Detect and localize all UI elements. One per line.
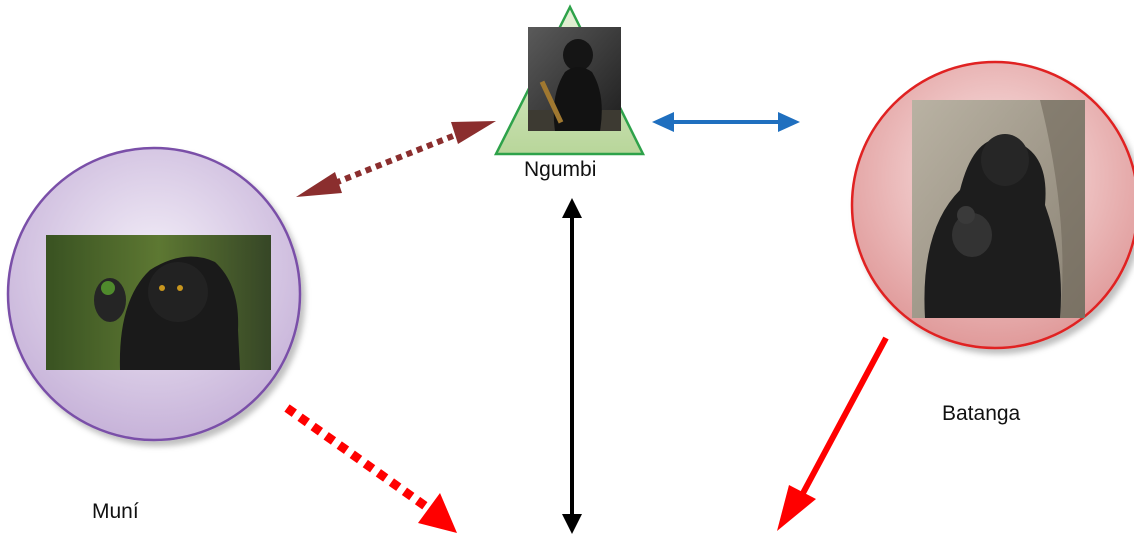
gorilla-eating-leaves-photo bbox=[46, 235, 271, 370]
muni-node bbox=[6, 146, 302, 442]
ngumbi-node bbox=[493, 4, 646, 156]
batanga-label: Batanga bbox=[942, 402, 1021, 425]
arrow-ngumbi-bottom bbox=[562, 198, 582, 534]
arrow-ngumbi-batanga bbox=[652, 112, 800, 132]
arrow-ngumbi-muni bbox=[296, 121, 496, 197]
ngumbi-label: Ngumbi bbox=[524, 158, 597, 181]
baby-gorilla-photo bbox=[528, 27, 621, 131]
batanga-node bbox=[850, 60, 1134, 350]
arrow-muni-bottom bbox=[284, 404, 457, 533]
mother-gorilla-with-infant-photo bbox=[912, 100, 1085, 318]
muni-label: Muní bbox=[92, 500, 139, 523]
arrow-batanga-bottom bbox=[777, 336, 889, 531]
